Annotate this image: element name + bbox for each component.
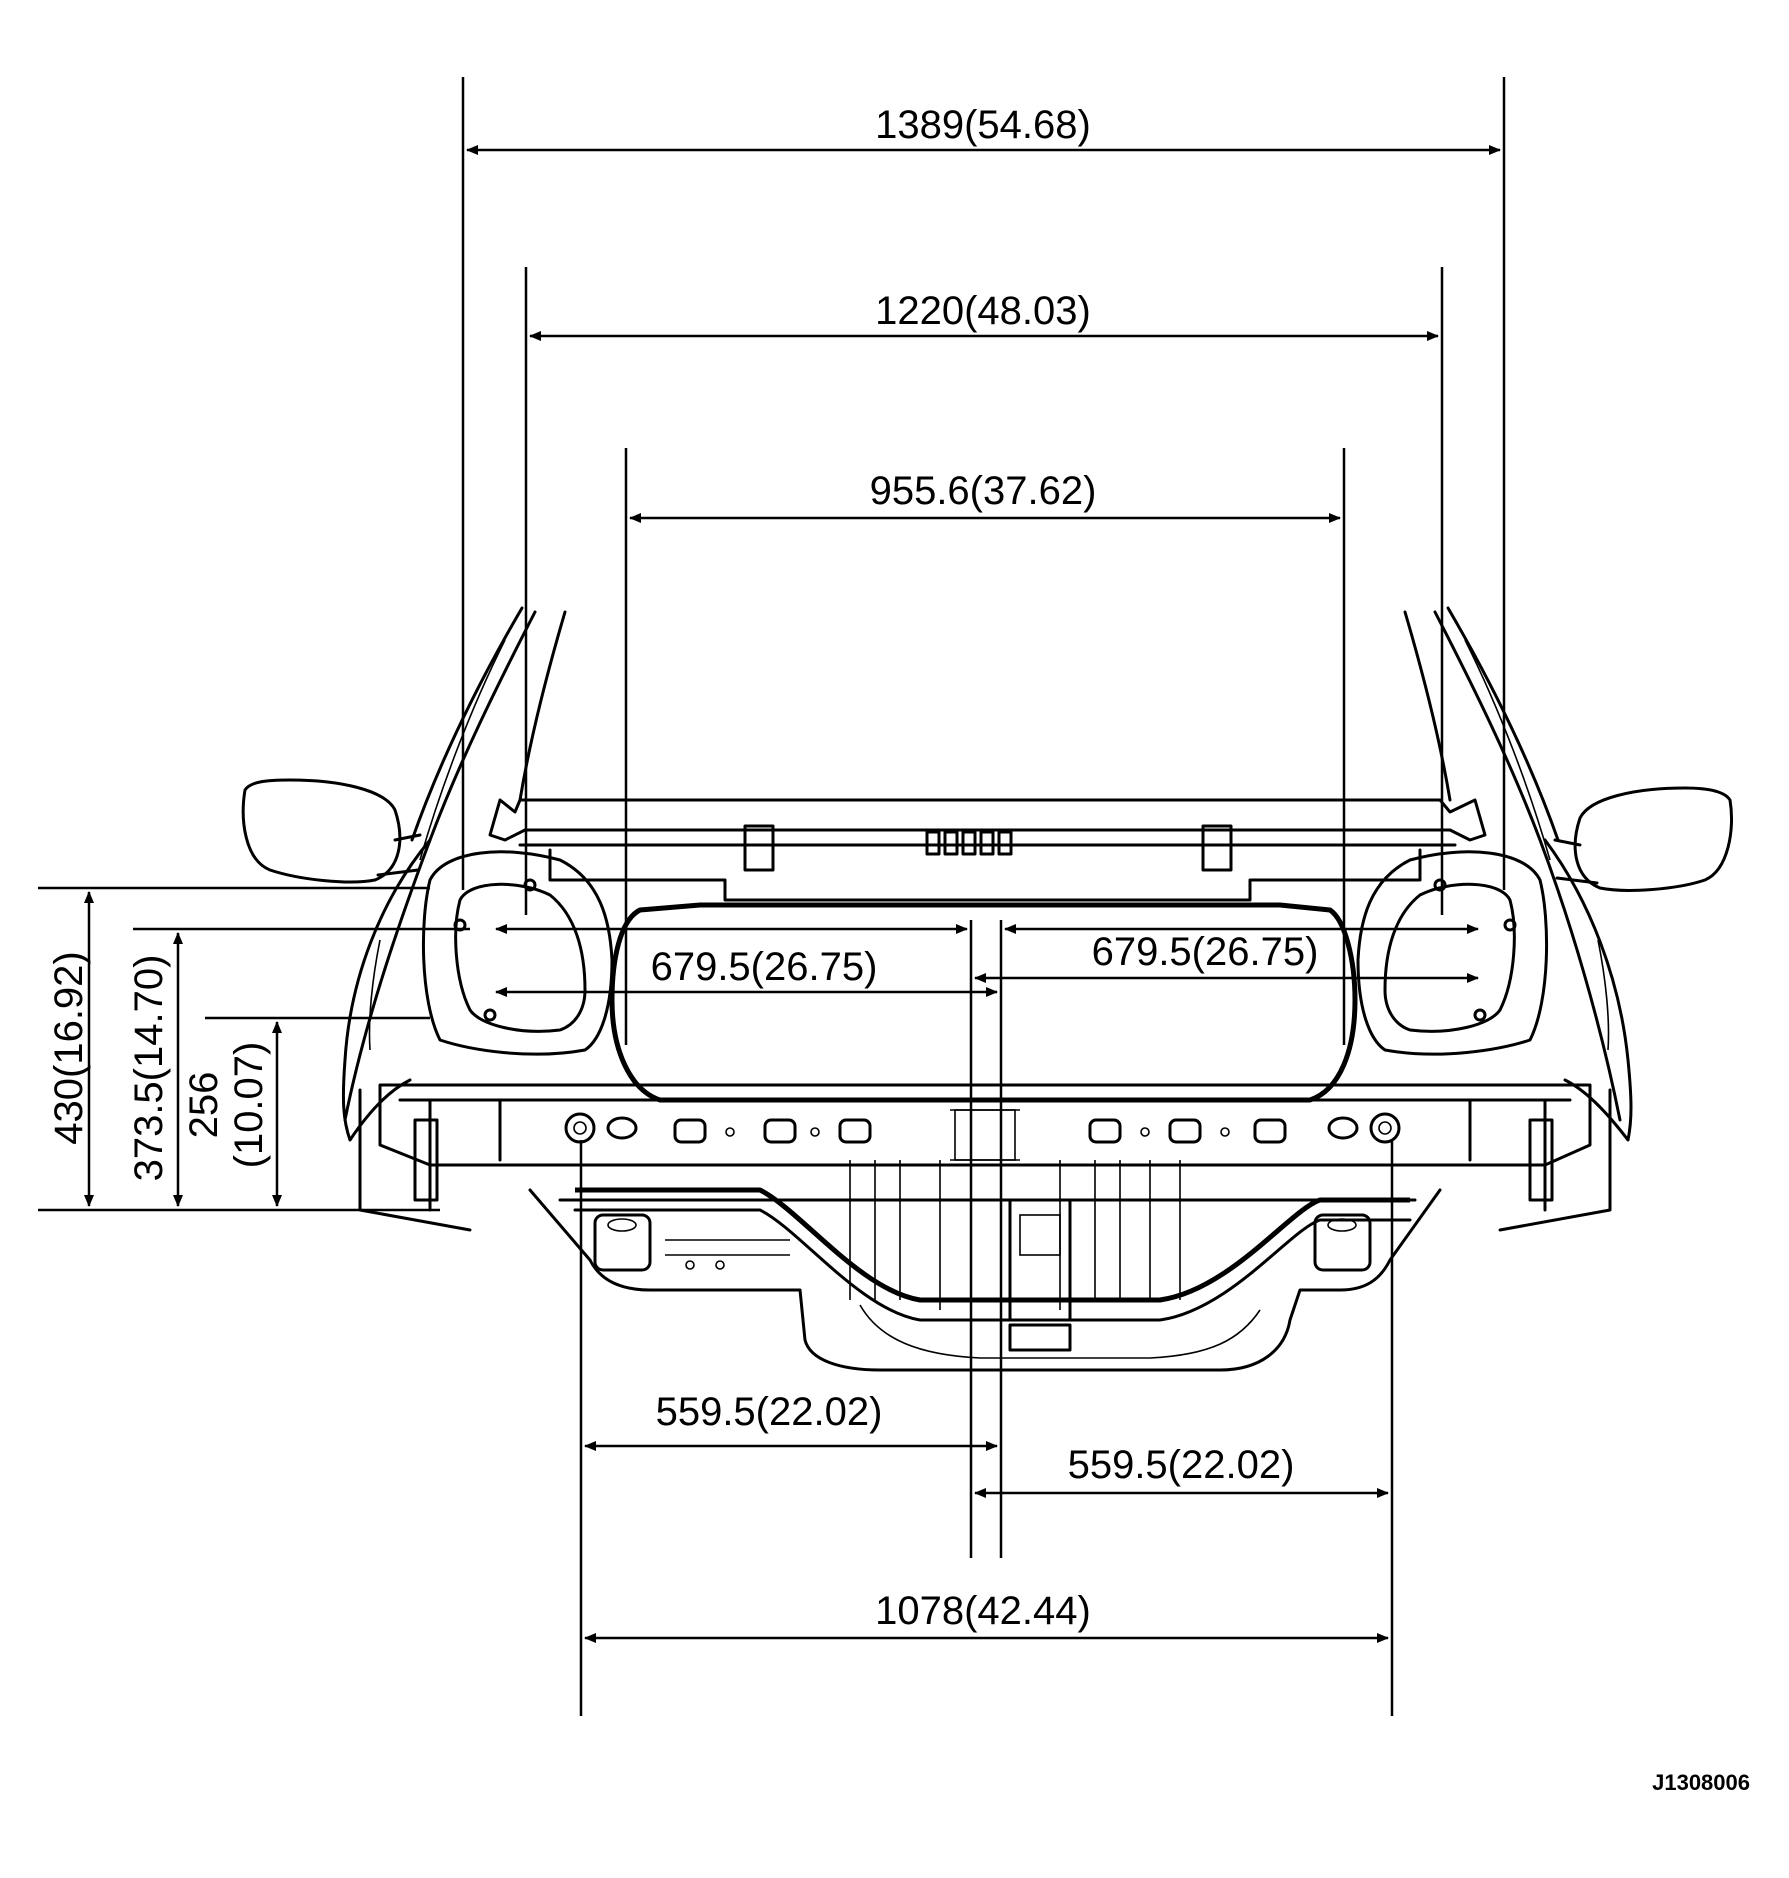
label-679-left: 679.5(26.75) xyxy=(651,945,878,989)
dimension-lines xyxy=(84,145,1501,1643)
left-lamp-housing xyxy=(421,850,614,1056)
rear-crossmember xyxy=(575,1187,1410,1303)
right-quarter-panel xyxy=(1543,838,1633,1142)
hinge-right xyxy=(1201,824,1233,872)
label-1389: 1389(54.68) xyxy=(875,103,1091,147)
trunk-lid-edge xyxy=(488,798,1487,842)
vehicle-body-outline xyxy=(241,606,1734,1372)
right-pillar xyxy=(1433,610,1622,1122)
rear-panel xyxy=(378,1083,1592,1167)
right-mirror xyxy=(1573,786,1734,892)
left-quarter-panel xyxy=(341,838,432,1142)
dimension-labels: 1389(54.68) 1220(48.03) 955.6(37.62) 679… xyxy=(47,103,1750,1795)
right-lamp-housing xyxy=(1356,850,1549,1056)
label-559-left: 559.5(22.02) xyxy=(656,1390,883,1434)
label-955: 955.6(37.62) xyxy=(870,469,1097,513)
label-1078: 1078(42.44) xyxy=(875,1589,1091,1633)
left-mirror xyxy=(241,778,402,884)
label-1220: 1220(48.03) xyxy=(875,289,1091,333)
label-373: 373.5(14.70) xyxy=(127,955,171,1182)
label-679-right: 679.5(26.75) xyxy=(1092,930,1319,974)
rear-panel-bolts xyxy=(564,1112,1401,1144)
hinge-left xyxy=(743,824,775,872)
label-256-inch: (10.07) xyxy=(227,1042,271,1169)
label-256-value: 256 xyxy=(182,1072,226,1139)
figure-code: J1308006 xyxy=(1652,1770,1750,1795)
label-430: 430(16.92) xyxy=(47,951,91,1144)
extension-lines xyxy=(38,77,1506,1716)
label-559-right: 559.5(22.02) xyxy=(1068,1443,1295,1487)
underbody-outline xyxy=(528,1188,1442,1372)
trunk-inner-panel xyxy=(548,848,1422,902)
